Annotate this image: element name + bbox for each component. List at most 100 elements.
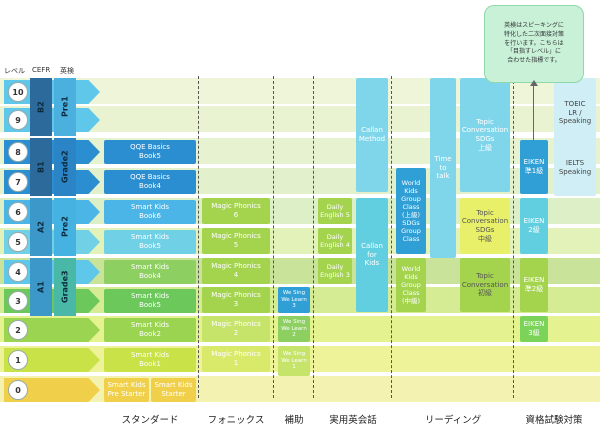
course-world-kids-upper[interactable]: World Kids Group Class (上級) SDGs Group C… xyxy=(396,168,426,254)
note-line-3: を行います。こちらは xyxy=(504,39,564,47)
course-name: We Sing xyxy=(282,350,306,357)
category-reading: リーディング xyxy=(424,415,482,426)
cefr-col-a2 xyxy=(30,198,52,256)
course-book: Book5 xyxy=(139,242,161,250)
course-name-2: Method xyxy=(358,135,386,143)
course-book: English 4 xyxy=(320,241,350,249)
header-level: レベル xyxy=(4,67,25,75)
cefr-a2: A2 xyxy=(36,221,46,233)
line-4: Class xyxy=(402,202,420,211)
course-name: Daily xyxy=(326,232,344,241)
course-topic-conversation-upper[interactable]: Topic Conversation SDGs 上級 xyxy=(460,78,510,192)
note-pointer-arrow xyxy=(530,80,538,86)
line-1: Topic xyxy=(476,117,494,126)
line-2: Conversation xyxy=(461,217,509,226)
course-book: Book4 xyxy=(139,272,161,280)
line-1: EIKEN xyxy=(523,217,545,226)
grade-pre2: Pre2 xyxy=(60,216,70,238)
line-3: Speaking xyxy=(558,117,592,126)
course-book: 2 xyxy=(233,329,239,337)
level-badge-0: 0 xyxy=(8,380,28,400)
course-book: 2 xyxy=(292,332,296,339)
course-topic-conversation-beginner[interactable]: Topic Conversation 初級 xyxy=(460,258,510,312)
course-name: Callan xyxy=(361,241,383,250)
level-badge-10: 10 xyxy=(8,82,28,102)
course-name: We Sing xyxy=(282,318,306,325)
note-line-1: 英検はスピーキングに xyxy=(504,22,564,30)
course-name: Smart Kids xyxy=(130,351,170,360)
separator-3 xyxy=(313,76,314,398)
note-line-2: 特化した二次面接対策 xyxy=(503,30,564,38)
line-1: EIKEN xyxy=(523,158,545,167)
course-book: Book5 xyxy=(139,301,161,309)
level-badge-7: 7 xyxy=(8,172,28,192)
cefr-a1: A1 xyxy=(36,281,46,293)
course-name-2: We Learn xyxy=(281,296,307,303)
course-topic-conversation-mid[interactable]: Topic Conversation SDGs 中級 xyxy=(460,198,510,254)
grade-col-pre1 xyxy=(54,78,76,136)
separator-5 xyxy=(513,76,514,398)
level-badge-4: 4 xyxy=(8,262,28,282)
course-name-2: to xyxy=(439,163,447,172)
course-world-kids-mid[interactable]: World Kids Group Class (中級) xyxy=(396,258,426,312)
cefr-b2: B2 xyxy=(36,101,46,113)
level-badge-1: 1 xyxy=(8,350,28,370)
course-name-3: Kids xyxy=(364,259,380,268)
line-1: Topic xyxy=(476,271,494,280)
course-name: Time xyxy=(434,154,452,163)
level-badge-2: 2 xyxy=(8,320,28,340)
course-book: 1 xyxy=(292,364,296,371)
grade-col-3 xyxy=(54,258,76,316)
line-5: (上級) xyxy=(401,211,421,219)
line-7: Group xyxy=(401,227,421,236)
grade-3: Grade3 xyxy=(60,270,70,304)
line-3: 初級 xyxy=(478,289,492,298)
course-name: Magic Phonics xyxy=(211,291,261,300)
category-practical: 実用英会話 xyxy=(329,415,377,426)
line-4: 中級 xyxy=(478,234,492,243)
grade-col-2 xyxy=(54,138,76,196)
note-pointer-line xyxy=(533,83,534,140)
level-badge-5: 5 xyxy=(8,232,28,252)
category-exam: 資格試験対策 xyxy=(525,415,583,426)
line-1: EIKEN xyxy=(523,320,545,329)
level-badge-9: 9 xyxy=(8,110,28,130)
grade-2: Grade2 xyxy=(60,150,70,184)
line-2: Conversation xyxy=(461,280,509,289)
course-name-2: We Learn xyxy=(281,325,307,332)
line-3: Group xyxy=(401,194,421,203)
course-name: Smart Kids xyxy=(130,233,170,242)
course-book: Book4 xyxy=(139,182,161,190)
